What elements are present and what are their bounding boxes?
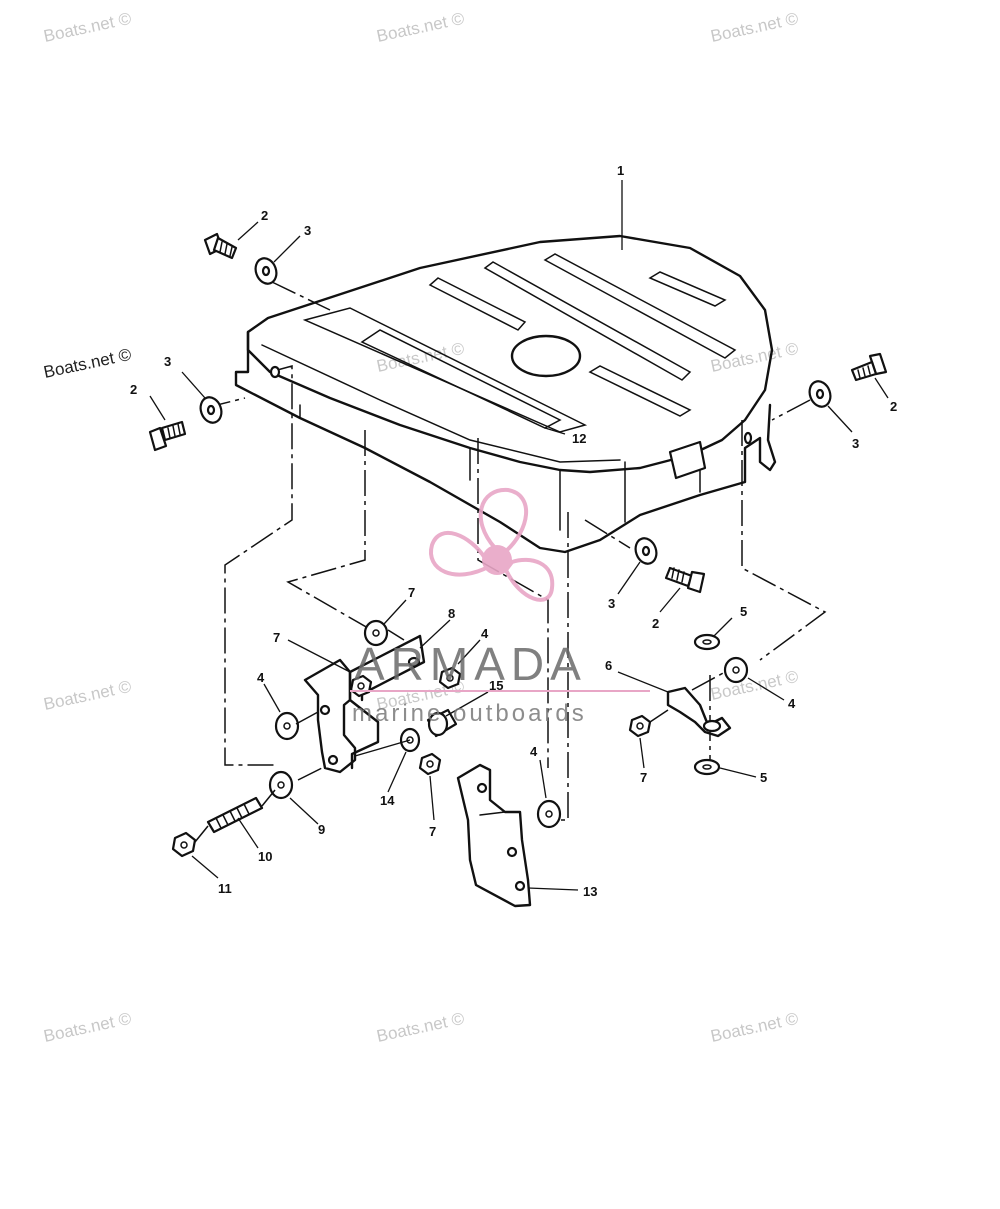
callout-2: 2 bbox=[652, 616, 659, 631]
grommet-icon bbox=[274, 711, 300, 741]
callout-12: 12 bbox=[572, 431, 586, 446]
callout-5: 5 bbox=[760, 770, 767, 785]
site-watermark: Boats.net © bbox=[375, 1009, 467, 1046]
callout-15: 15 bbox=[489, 678, 503, 693]
site-watermark: Boats.net © bbox=[709, 1009, 801, 1046]
part-7-bracket bbox=[303, 658, 357, 774]
brand-tagline: marine outboards bbox=[352, 700, 587, 727]
callout-4: 4 bbox=[481, 626, 489, 641]
grommet-icon bbox=[723, 656, 749, 684]
armada-watermark: ARMADA marine outboards bbox=[350, 487, 650, 727]
stud-icon bbox=[206, 796, 264, 834]
callout-9: 9 bbox=[318, 822, 325, 837]
callout-6: 6 bbox=[605, 658, 612, 673]
callout-4: 4 bbox=[530, 744, 538, 759]
site-watermark: Boats.net © bbox=[42, 677, 134, 714]
callout-14: 14 bbox=[380, 793, 395, 808]
grommet-icon bbox=[363, 619, 389, 647]
site-watermark: Boats.net © bbox=[375, 9, 467, 46]
callout-3: 3 bbox=[164, 354, 171, 369]
callout-4: 4 bbox=[257, 670, 265, 685]
callout-7: 7 bbox=[273, 630, 280, 645]
site-watermark: Boats.net © bbox=[709, 667, 801, 704]
callout-7: 7 bbox=[408, 585, 415, 600]
washer-icon bbox=[268, 770, 294, 800]
nut-icon bbox=[628, 714, 652, 738]
site-watermark-dark: Boats.net © bbox=[42, 345, 134, 382]
part-13-bracket bbox=[456, 763, 532, 908]
nut-icon bbox=[438, 666, 462, 690]
callout-8: 8 bbox=[448, 606, 455, 621]
washer-icon bbox=[254, 257, 278, 285]
washer-icon bbox=[199, 396, 223, 424]
leader-lines bbox=[149, 180, 889, 891]
callout-2: 2 bbox=[130, 382, 137, 397]
bolt-icon bbox=[850, 352, 888, 382]
callout-3: 3 bbox=[852, 436, 859, 451]
callout-7: 7 bbox=[429, 824, 436, 839]
callout-3: 3 bbox=[304, 223, 311, 238]
fasteners-upper bbox=[148, 232, 888, 594]
callout-3: 3 bbox=[608, 596, 615, 611]
part-6-bracket bbox=[666, 686, 732, 738]
washer-icon bbox=[693, 633, 721, 651]
callout-4: 4 bbox=[788, 696, 796, 711]
callout-2: 2 bbox=[890, 399, 897, 414]
bolt-icon bbox=[664, 566, 706, 594]
callout-13: 13 bbox=[583, 884, 597, 899]
site-watermark: Boats.net © bbox=[42, 1009, 134, 1046]
callout-labels: 1 2 3 3 2 2 3 12 3 2 7 8 7 4 15 4 5 6 4 … bbox=[130, 163, 897, 899]
callout-2: 2 bbox=[261, 208, 268, 223]
site-watermarks: Boats.net © Boats.net © Boats.net © Boat… bbox=[42, 9, 801, 1046]
callout-1: 1 bbox=[617, 163, 624, 178]
washer-icon bbox=[634, 537, 658, 565]
callout-5: 5 bbox=[740, 604, 747, 619]
alignment-lines bbox=[204, 365, 827, 821]
bolt-icon bbox=[203, 232, 238, 260]
brand-name: ARMADA bbox=[354, 638, 587, 690]
washer-icon bbox=[693, 758, 721, 776]
bolt-icon bbox=[148, 420, 187, 452]
callout-11: 11 bbox=[218, 881, 232, 896]
site-watermark: Boats.net © bbox=[42, 9, 134, 46]
callout-10: 10 bbox=[258, 849, 272, 864]
washer-icon bbox=[808, 380, 832, 408]
callout-7: 7 bbox=[640, 770, 647, 785]
small-hardware bbox=[171, 619, 749, 858]
nut-icon bbox=[171, 831, 197, 858]
nut-icon bbox=[418, 752, 442, 776]
propeller-logo-icon bbox=[428, 487, 555, 602]
part-1-cover bbox=[234, 234, 777, 554]
grommet-icon bbox=[536, 799, 562, 829]
site-watermark: Boats.net © bbox=[709, 9, 801, 46]
